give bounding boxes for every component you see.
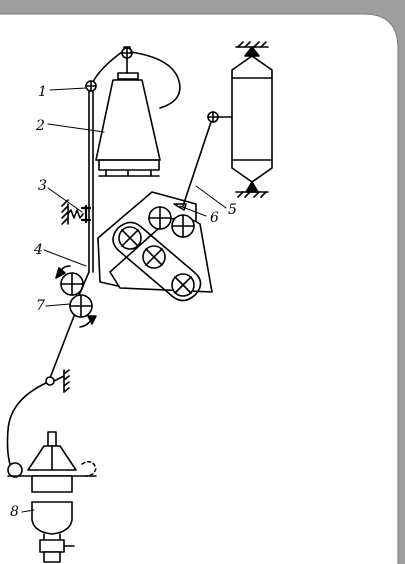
figure-labels: 1 2 3 4 5 6 7 8 bbox=[10, 84, 237, 520]
label-3: 3 bbox=[38, 178, 47, 194]
drafting-unit bbox=[97, 191, 213, 302]
front-rollers bbox=[55, 265, 97, 328]
label-1: 1 bbox=[38, 84, 47, 100]
label-7: 7 bbox=[36, 298, 45, 314]
yarn-path-bottom bbox=[6, 315, 75, 471]
label-6: 6 bbox=[210, 210, 219, 226]
cone-package bbox=[95, 46, 161, 177]
ring-spindle bbox=[7, 431, 97, 563]
yarn-path-top bbox=[85, 51, 181, 273]
leader-lines bbox=[21, 87, 227, 513]
label-4: 4 bbox=[33, 242, 43, 258]
label-5: 5 bbox=[228, 202, 237, 218]
label-8: 8 bbox=[10, 504, 19, 520]
label-2: 2 bbox=[35, 118, 45, 134]
feed-spindle bbox=[182, 41, 273, 207]
tension-device bbox=[61, 199, 92, 225]
